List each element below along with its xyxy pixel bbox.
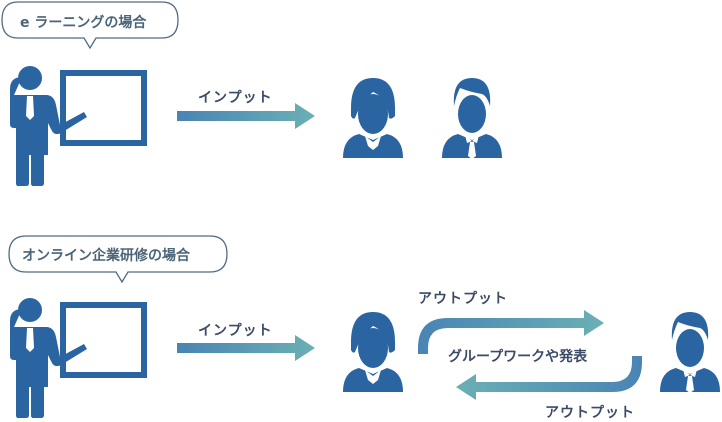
male-learner-icon: [442, 78, 502, 159]
output-arrow-bottom-icon: [456, 356, 642, 400]
teacher-with-board-icon: [10, 66, 144, 186]
output-arrow-top-icon: [418, 310, 604, 354]
output-label-bottom: アウトプット: [545, 405, 635, 421]
speech-bubble-elearning: [1, 1, 179, 50]
female-learner-icon: [343, 312, 403, 392]
input-arrow-icon: [177, 103, 315, 129]
input-arrow-icon: [177, 335, 315, 361]
teacher-with-board-icon: [10, 298, 144, 418]
speech-bubble-online: [8, 235, 228, 284]
section-title-elearning: e ラーニングの場合: [20, 15, 147, 31]
input-label: インプット: [198, 90, 273, 106]
female-learner-icon: [343, 78, 403, 158]
section-title-online-training: オンライン企業研修の場合: [22, 248, 190, 264]
output-label-top: アウトプット: [418, 291, 508, 307]
input-label: インプット: [198, 323, 273, 339]
group-work-label: グループワークや発表: [448, 349, 588, 365]
male-learner-icon: [660, 312, 720, 393]
